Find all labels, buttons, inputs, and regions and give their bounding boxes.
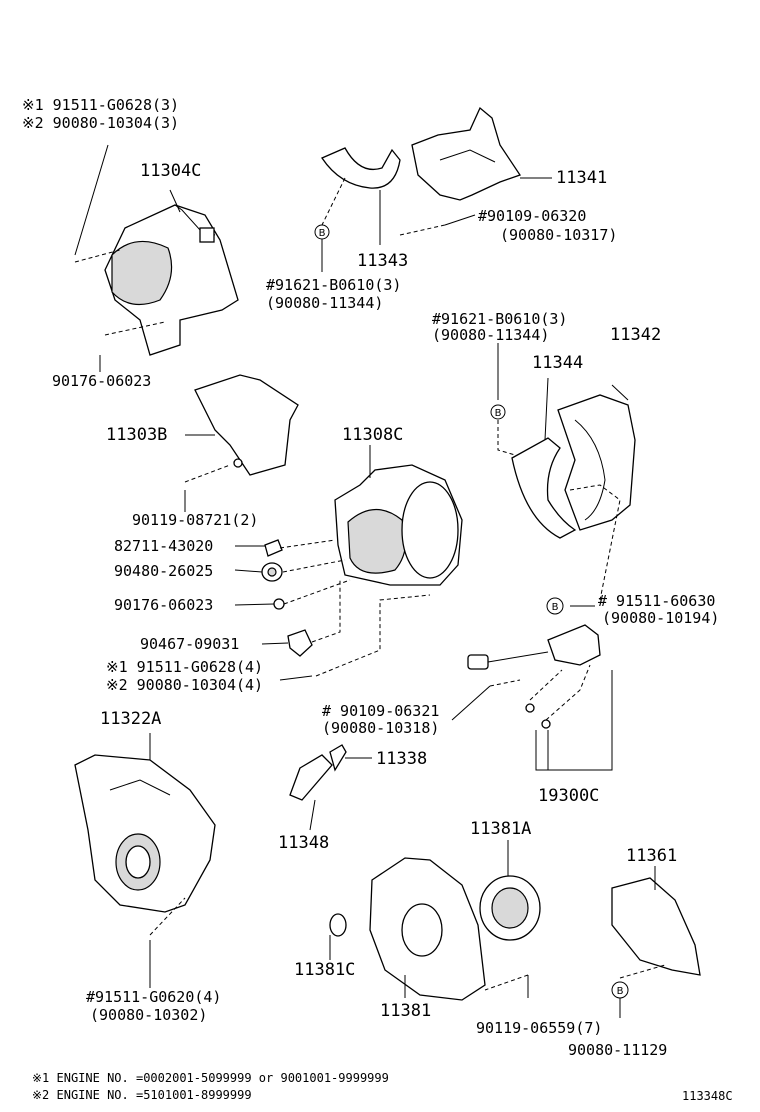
- label-82711: 82711-43020: [114, 537, 213, 555]
- label-90109-top-a: #90109-06320: [478, 207, 586, 225]
- svg-text:B: B: [617, 986, 624, 997]
- label-11381A: 11381A: [470, 819, 531, 839]
- label-11304C: 11304C: [140, 161, 201, 181]
- label-note1-top-a: ※1 91511-G0628(3): [22, 96, 179, 114]
- svg-text:B: B: [319, 228, 326, 239]
- part-11342-cover[interactable]: [557, 394, 636, 531]
- label-90480: 90480-26025: [114, 562, 213, 580]
- label-91621-a: #91621-B0610(3): [266, 276, 401, 294]
- label-90176-mid: 90176-06023: [114, 596, 213, 614]
- label-91511-mid-b: ※2 90080-10304(4): [106, 676, 263, 694]
- part-11344-band[interactable]: [511, 437, 577, 539]
- part-11338-pad[interactable]: [329, 744, 347, 772]
- part-11381C-oring[interactable]: [329, 913, 347, 937]
- part-11341-plate[interactable]: [411, 106, 522, 201]
- label-91621-c: #91621-B0610(3): [432, 310, 567, 328]
- label-91511-mid-a: ※1 91511-G0628(4): [106, 658, 263, 676]
- label-11361: 11361: [626, 846, 677, 866]
- marker-b-2: B: [490, 404, 506, 420]
- label-91621-d: (90080-11344): [432, 326, 549, 344]
- label-11344: 11344: [532, 353, 583, 373]
- part-90176-clip-mid[interactable]: [273, 598, 285, 610]
- part-11303B-bracket[interactable]: [194, 374, 299, 476]
- label-11342: 11342: [610, 325, 661, 345]
- label-11381C: 11381C: [294, 960, 355, 980]
- part-11348-pad[interactable]: [289, 754, 333, 801]
- footnote-2: ※2 ENGINE NO. =5101001-8999999: [32, 1088, 252, 1102]
- label-91511-60630-a: # 91511-60630: [598, 592, 715, 610]
- part-11381-plate[interactable]: [369, 857, 486, 1001]
- label-note1-top-b: ※2 90080-10304(3): [22, 114, 179, 132]
- diagram-code: 113348C: [682, 1089, 733, 1103]
- label-91621-b: (90080-11344): [266, 294, 383, 312]
- marker-b-4: B: [611, 981, 629, 999]
- part-11381A-seal[interactable]: [479, 875, 541, 941]
- label-11341: 11341: [556, 168, 607, 188]
- part-90480-grommet[interactable]: [261, 562, 283, 582]
- part-11361-plate[interactable]: [611, 877, 701, 976]
- marker-b-3: B: [546, 597, 564, 615]
- label-90080-11129: 90080-11129: [568, 1041, 667, 1059]
- label-91511-G0620-b: (90080-10302): [90, 1006, 207, 1024]
- part-11343-seal-half[interactable]: [321, 147, 401, 189]
- label-90176-top: 90176-06023: [52, 372, 151, 390]
- label-90119-08721: 90119-08721(2): [132, 511, 258, 529]
- label-19300C: 19300C: [538, 786, 599, 806]
- footnote-1: ※1 ENGINE NO. =0002001-5099999 or 900100…: [32, 1071, 389, 1085]
- part-90467-clamp[interactable]: [287, 629, 313, 657]
- label-90467: 90467-09031: [140, 635, 239, 653]
- label-91511-60630-b: (90080-10194): [602, 609, 719, 627]
- part-11304C-cover[interactable]: [104, 204, 239, 356]
- label-90119-06559: 90119-06559(7): [476, 1019, 602, 1037]
- label-11322A: 11322A: [100, 709, 161, 729]
- label-11381: 11381: [380, 1001, 431, 1021]
- part-82711-clip[interactable]: [264, 539, 283, 557]
- part-19300C-sensor[interactable]: [467, 624, 601, 729]
- label-90109-mid-b: (90080-10318): [322, 719, 439, 737]
- label-11348: 11348: [278, 833, 329, 853]
- label-11308C: 11308C: [342, 425, 403, 445]
- svg-text:B: B: [495, 408, 502, 419]
- label-90109-mid-a: # 90109-06321: [322, 702, 439, 720]
- label-11343: 11343: [357, 251, 408, 271]
- svg-text:B: B: [552, 602, 559, 613]
- label-11338: 11338: [376, 749, 427, 769]
- part-11308C-cover[interactable]: [334, 464, 463, 586]
- leader-lines: [74, 144, 666, 1018]
- marker-b-1: B: [314, 224, 330, 240]
- label-90109-top-b: (90080-10317): [500, 226, 617, 244]
- label-11303B: 11303B: [106, 425, 167, 445]
- label-91511-G0620-a: #91511-G0620(4): [86, 988, 221, 1006]
- part-11322A-cover[interactable]: [74, 754, 216, 913]
